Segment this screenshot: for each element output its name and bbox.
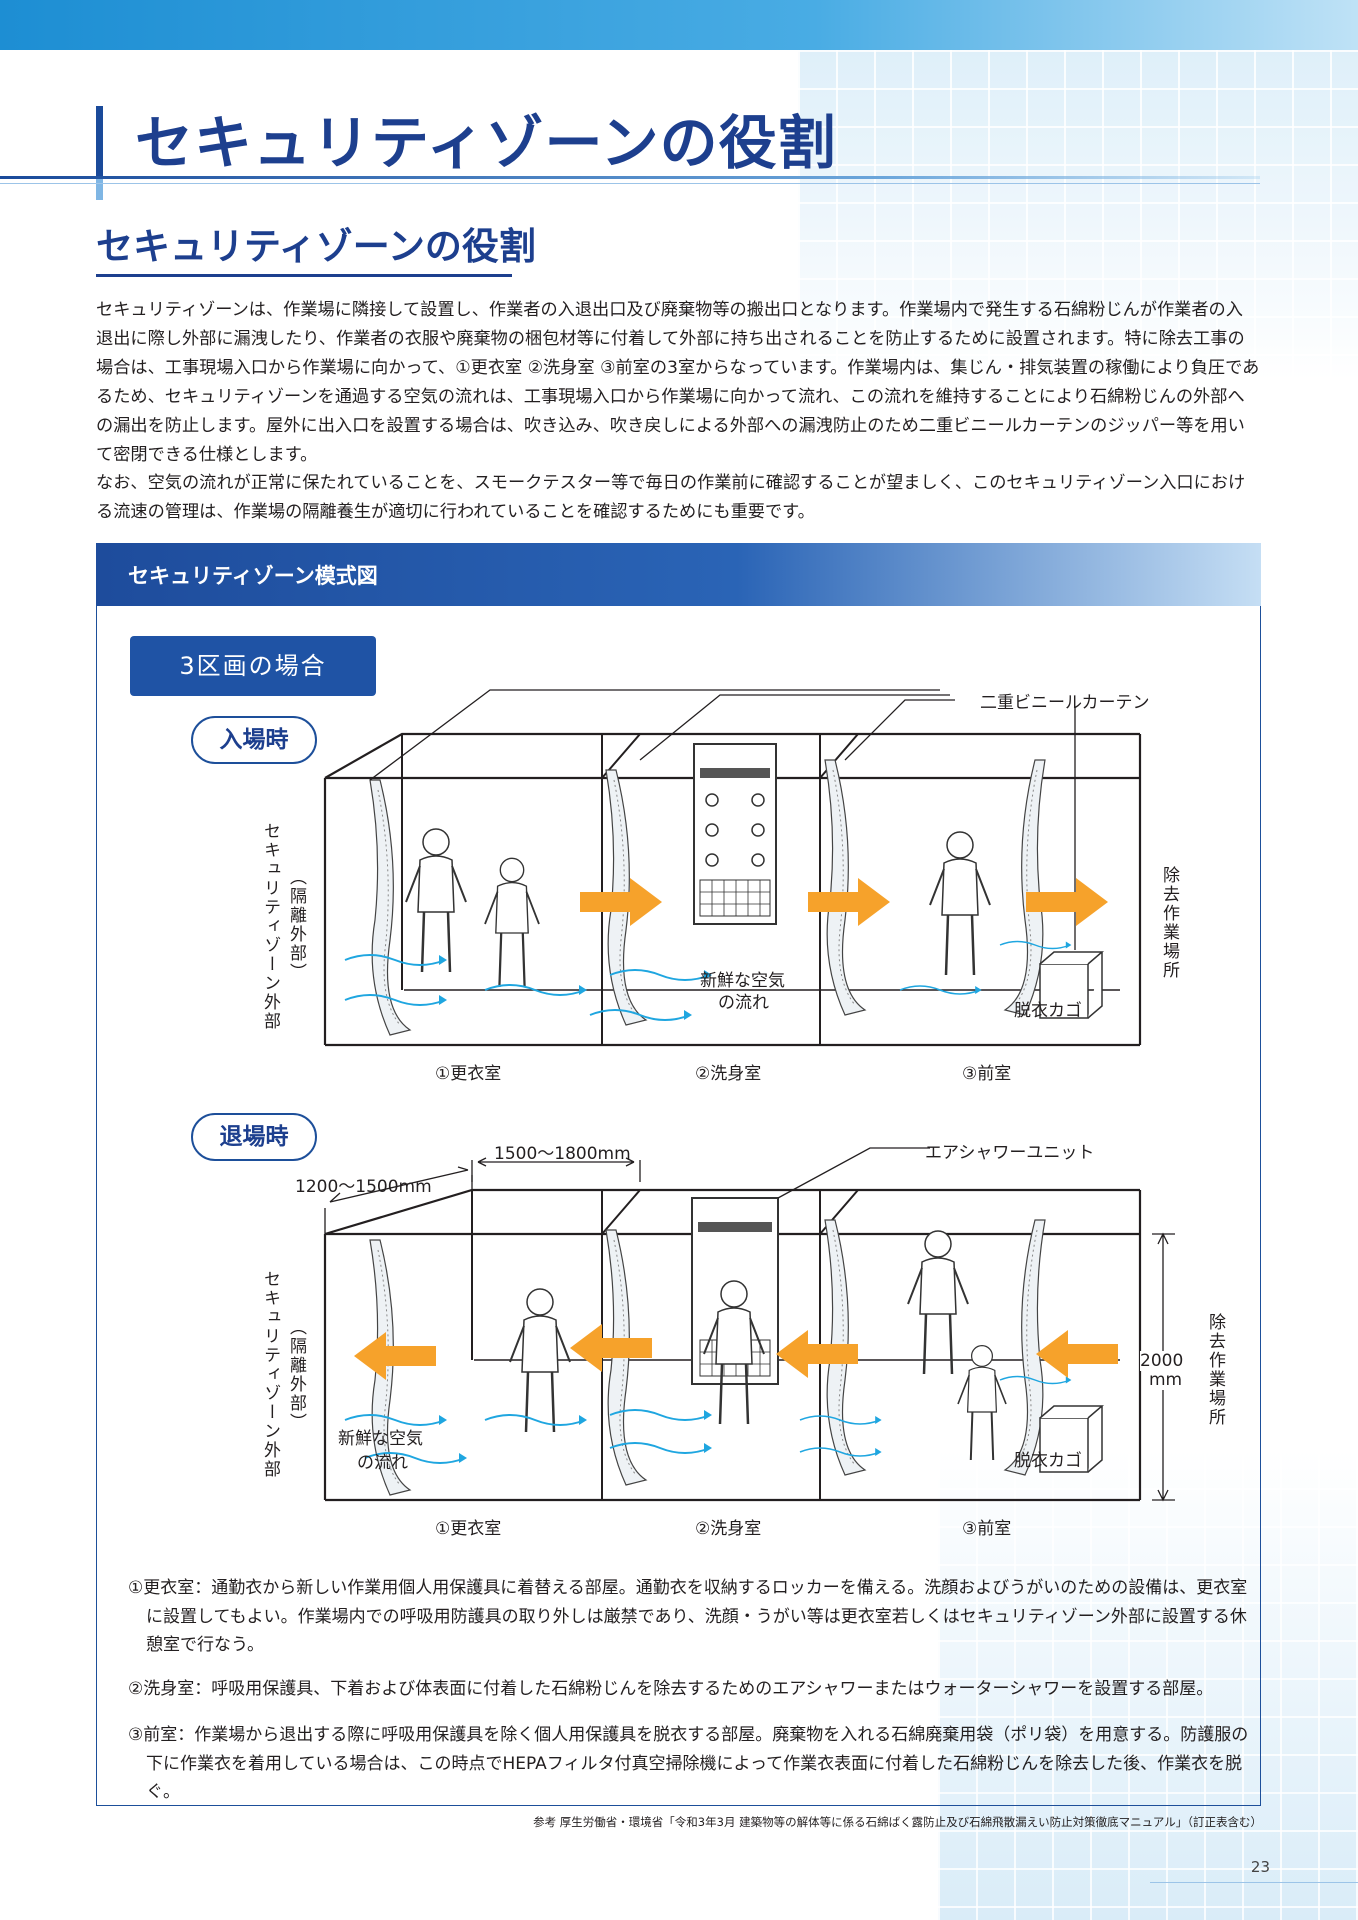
dimension-height-value: 2000 — [1140, 1351, 1184, 1371]
note-item: ③前室：作業場から退出する際に呼吸用保護具を除く個人用保護具を脱衣する部屋。廃棄… — [128, 1725, 1249, 1803]
room-notes: ①更衣室：通勤衣から新しい作業用個人用保護具に着替える部屋。通勤衣を収納するロッ… — [128, 1574, 1258, 1660]
figure-header: セキュリティゾーン模式図 — [128, 564, 378, 588]
exit-outside-label: セキュリティゾーン外部 — [260, 1270, 280, 1479]
exit-room-label: ①更衣室 — [435, 1519, 502, 1539]
room-notes: ③前室：作業場から退出する際に呼吸用保護具を除く個人用保護具を脱衣する部屋。廃棄… — [128, 1721, 1258, 1807]
curtain-label: 二重ビニールカーテン — [980, 693, 1150, 713]
air-shower-unit-label: エアシャワーユニット — [925, 1143, 1095, 1163]
exit-airflow-label: 新鮮な空気 — [338, 1429, 423, 1449]
exit-room-label: ③前室 — [962, 1519, 1012, 1539]
title-rule — [0, 176, 1260, 179]
entry-room-label: ③前室 — [962, 1064, 1012, 1084]
exit-basket-label: 脱衣カゴ — [1014, 1451, 1082, 1471]
entry-room-label: ①更衣室 — [435, 1064, 502, 1084]
exit-diagram — [323, 1147, 1175, 1502]
entry-airflow-label: の流れ — [718, 993, 769, 1013]
entry-outside-label: セキュリティゾーン外部 — [260, 822, 280, 1031]
figure-box — [96, 543, 1261, 1806]
entry-workarea-label: 除去作業場所 — [1159, 866, 1179, 980]
intro-text: セキュリティゾーンは、作業場に隣接して設置し、作業者の入退出口及び廃棄物等の搬出… — [96, 296, 1260, 527]
title-accent-bar — [96, 106, 103, 194]
note-item: ①更衣室：通勤衣から新しい作業用個人用保護具に着替える部屋。通勤衣を収納するロッ… — [128, 1578, 1248, 1656]
dimension-room2: 1500～1800mm — [494, 1144, 631, 1164]
exit-room-label: ②洗身室 — [695, 1519, 762, 1539]
background-grid-bottom — [938, 1450, 1358, 1920]
exit-workarea-label: 除去作業場所 — [1205, 1313, 1225, 1427]
room-notes: ②洗身室：呼吸用保護具、下着および体表面に付着した石綿粉じんを除去するためのエア… — [128, 1675, 1258, 1704]
page-number: 23 — [1250, 1858, 1270, 1876]
entry-diagram — [323, 689, 1142, 1047]
entry-label: 入場時 — [191, 716, 317, 764]
section-title: セキュリティゾーンの役割 — [96, 225, 536, 268]
page-title: セキュリティゾーンの役割 — [135, 109, 837, 177]
intro-paragraph: セキュリティゾーンは、作業場に隣接して設置し、作業者の入退出口及び廃棄物等の搬出… — [96, 300, 1260, 465]
dimension-room1: 1200～1500mm — [295, 1177, 432, 1197]
title-rule-thin — [0, 183, 1260, 184]
page-number-rule — [1150, 1882, 1358, 1883]
note-item: ②洗身室：呼吸用保護具、下着および体表面に付着した石綿粉じんを除去するためのエア… — [128, 1679, 1214, 1699]
background-grid-top — [798, 50, 1358, 380]
exit-outside-sub-label: （隔離外部） — [286, 1318, 306, 1432]
entry-basket-label: 脱衣カゴ — [1014, 1001, 1082, 1021]
figure-header-bar — [96, 543, 1261, 606]
section-title-underline — [96, 274, 512, 277]
dimension-height-unit: mm — [1149, 1370, 1183, 1390]
entry-room-label: ②洗身室 — [695, 1064, 762, 1084]
exit-label: 退場時 — [191, 1113, 317, 1161]
top-banner — [0, 0, 1358, 50]
entry-outside-sub-label: （隔離外部） — [286, 868, 306, 982]
intro-paragraph: なお、空気の流れが正常に保たれていることを、スモークテスター等で毎日の作業前に確… — [96, 473, 1246, 523]
title-accent-bar-light — [96, 176, 103, 200]
exit-airflow-label: の流れ — [357, 1453, 408, 1473]
case-label: 3区画の場合 — [130, 636, 376, 696]
reference-citation: 参考 厚生労働省・環境省「令和3年3月 建築物等の解体等に係る石綿ばく露防止及び… — [533, 1815, 1262, 1829]
entry-airflow-label: 新鮮な空気 — [700, 971, 785, 991]
